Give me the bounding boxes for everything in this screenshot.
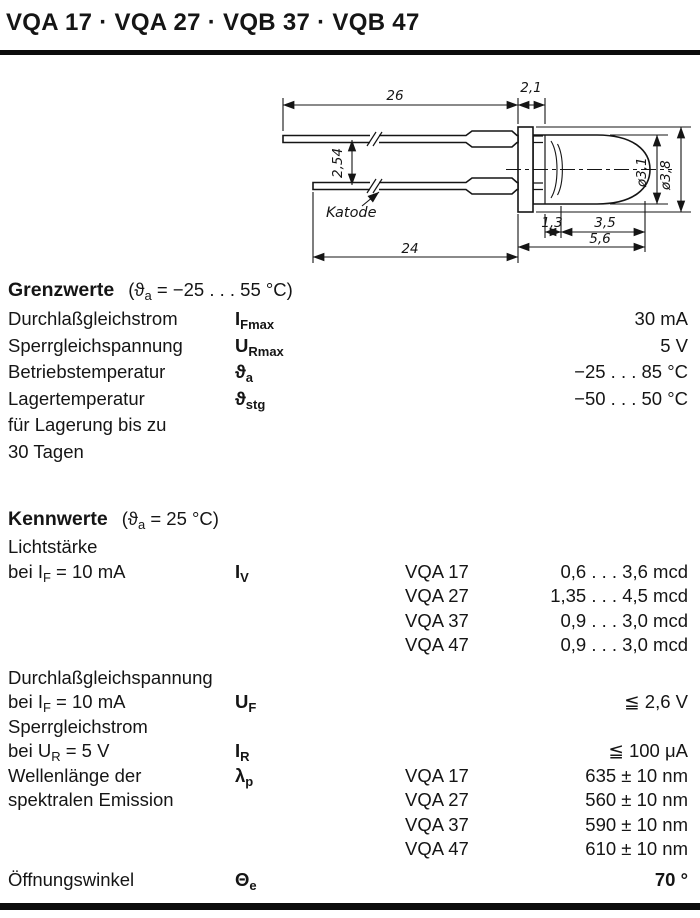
row-label: Durchlaßgleichspannung xyxy=(8,666,213,688)
row-value: ≦ 2,6 V xyxy=(624,691,688,712)
dim-label-5-6: 5,6 xyxy=(589,231,610,247)
table-row: VQA 27 1,35 . . . 4,5 mcd xyxy=(8,584,688,609)
table-row: VQA 47 610 ± 10 nm xyxy=(8,837,688,862)
internal-lead-stubs xyxy=(533,135,543,191)
row-symbol: UF xyxy=(235,691,257,715)
variant-name: VQA 27 xyxy=(405,585,469,606)
row-value: −50 . . . 50 °C xyxy=(574,387,688,409)
row-symbol: Θe xyxy=(235,868,257,893)
dim-label-26: 26 xyxy=(386,88,403,104)
row-value: 635 ± 10 nm xyxy=(585,764,688,786)
table-row: bei IF = 10 mA IV VQA 17 0,6 . . . 3,6 m… xyxy=(8,560,688,585)
variant-name: VQA 27 xyxy=(405,789,469,810)
cathode-label: Katode xyxy=(326,205,377,221)
bottom-rule xyxy=(0,903,700,910)
grenzwerte-heading: Grenzwerte (ϑa = −25 . . . 55 °C) xyxy=(8,279,293,302)
row-value: 0,9 . . . 3,0 mcd xyxy=(560,609,688,631)
row-label: bei IF = 10 mA xyxy=(8,691,126,715)
row-label: spektralen Emission xyxy=(8,789,174,810)
dim-label-dia-3-1: ø3,1 xyxy=(634,157,650,188)
dim-label-dia-3-8: ø3,8 xyxy=(658,160,674,191)
table-row: bei UR = 5 V IR ≦ 100 μA xyxy=(8,739,688,764)
dimension-lines xyxy=(282,98,691,263)
led-technical-drawing: 26 2,1 2,54 Katode 1,3 3,5 5,6 24 ø3,1 ø… xyxy=(282,80,691,263)
lead-break-marks xyxy=(366,131,383,194)
table-row: Durchlaßgleichspannung xyxy=(8,666,688,691)
row-label: Öffnungswinkel xyxy=(8,868,135,890)
row-value: 560 ± 10 nm xyxy=(585,789,688,810)
kennwerte-heading: Kennwerte (ϑa = 25 °C) xyxy=(8,508,219,531)
row-value: 5 V xyxy=(660,334,688,356)
row-value: 590 ± 10 nm xyxy=(585,813,688,835)
row-value: 30 mA xyxy=(634,308,688,329)
kennwerte-table: Lichtstärke bei IF = 10 mA IV VQA 17 0,6… xyxy=(8,535,688,892)
table-row: VQA 37 590 ± 10 nm xyxy=(8,813,688,838)
table-row: Lagertemperatur ϑstg −50 . . . 50 °C xyxy=(8,386,688,413)
table-row: Öffnungswinkel Θe 70 ° xyxy=(8,868,688,893)
table-row: Durchlaßgleichstrom IFmax 30 mA xyxy=(8,306,688,333)
table-row: Wellenlänge der λp VQA 17 635 ± 10 nm xyxy=(8,764,688,789)
title-rule xyxy=(0,50,700,55)
table-row: Sperrgleichstrom xyxy=(8,715,688,740)
table-row: VQA 37 0,9 . . . 3,0 mcd xyxy=(8,609,688,634)
dim-label-2-54: 2,54 xyxy=(330,148,346,178)
row-value: 1,35 . . . 4,5 mcd xyxy=(550,585,688,606)
table-row: spektralen Emission VQA 27 560 ± 10 nm xyxy=(8,788,688,813)
variant-name: VQA 17 xyxy=(405,764,469,786)
table-row-continuation: für Lagerung bis zu xyxy=(8,412,688,439)
dim-label-3-5: 3,5 xyxy=(594,215,615,231)
row-label: Wellenlänge der xyxy=(8,764,142,786)
row-symbol: IFmax xyxy=(235,308,275,332)
variant-name: VQA 47 xyxy=(405,838,469,859)
row-symbol: URmax xyxy=(235,334,284,359)
row-label: Betriebstemperatur xyxy=(8,361,166,382)
table-row-continuation: 30 Tagen xyxy=(8,439,688,466)
row-value: 0,9 . . . 3,0 mcd xyxy=(560,634,688,655)
row-label: Lichtstärke xyxy=(8,536,98,557)
table-row: Lichtstärke xyxy=(8,535,688,560)
row-label: Lagertemperatur xyxy=(8,387,145,409)
table-row: Sperrgleichspannung URmax 5 V xyxy=(8,333,688,360)
row-label: 30 Tagen xyxy=(8,440,84,462)
variant-name: VQA 37 xyxy=(405,609,469,631)
row-label: bei UR = 5 V xyxy=(8,740,110,764)
row-value: 610 ± 10 nm xyxy=(585,838,688,859)
row-symbol: λp xyxy=(235,764,254,789)
row-symbol: ϑa xyxy=(235,361,254,385)
table-row: VQA 47 0,9 . . . 3,0 mcd xyxy=(8,633,688,658)
row-label: Sperrgleichspannung xyxy=(8,334,183,356)
table-row: bei IF = 10 mA UF ≦ 2,6 V xyxy=(8,690,688,715)
dim-label-24: 24 xyxy=(401,241,418,257)
kennwerte-title: Kennwerte xyxy=(8,508,108,530)
row-symbol: IR xyxy=(235,740,250,764)
row-label: Sperrgleichstrom xyxy=(8,715,148,737)
row-label: bei IF = 10 mA xyxy=(8,560,126,585)
row-symbol: ϑstg xyxy=(235,387,266,412)
dim-label-1-3: 1,3 xyxy=(541,215,562,231)
grenzwerte-title: Grenzwerte xyxy=(8,279,115,301)
row-value: 0,6 . . . 3,6 mcd xyxy=(560,560,688,582)
page-title: VQA 17 · VQA 27 · VQB 37 · VQB 47 xyxy=(6,9,420,36)
row-label: für Lagerung bis zu xyxy=(8,414,167,435)
table-row: Betriebstemperatur ϑa −25 . . . 85 °C xyxy=(8,359,688,386)
cathode-lead xyxy=(312,177,519,195)
grenzwerte-condition: (ϑa = −25 . . . 55 °C) xyxy=(128,279,293,303)
variant-name: VQA 17 xyxy=(405,560,469,582)
variant-name: VQA 47 xyxy=(405,634,469,655)
row-label: Durchlaßgleichstrom xyxy=(8,308,178,329)
kennwerte-condition: (ϑa = 25 °C) xyxy=(121,508,219,532)
row-value: 70 ° xyxy=(654,868,688,890)
grenzwerte-table: Durchlaßgleichstrom IFmax 30 mA Sperrgle… xyxy=(8,306,688,465)
dim-label-2-1: 2,1 xyxy=(520,80,541,96)
row-value: −25 . . . 85 °C xyxy=(574,361,688,382)
anode-lead xyxy=(282,130,519,148)
variant-name: VQA 37 xyxy=(405,813,469,835)
row-symbol: IV xyxy=(235,560,249,585)
row-value: ≦ 100 μA xyxy=(608,740,688,761)
